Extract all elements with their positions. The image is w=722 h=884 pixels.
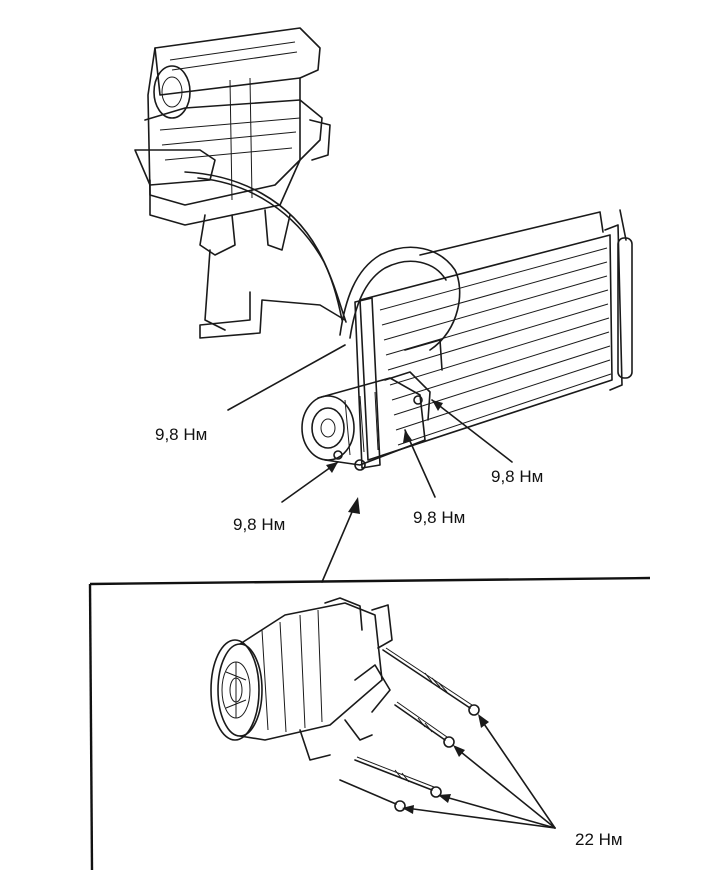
- torque-label-bottom-left: 9,8 Нм: [233, 515, 285, 534]
- refrigerant-lines: [184, 171, 461, 351]
- torque-label-top-left: 9,8 Нм: [155, 425, 207, 444]
- detail-frame: [88, 576, 651, 871]
- compressor-mounted: [301, 371, 431, 471]
- compressor-detail: [210, 597, 393, 761]
- torque-label-right: 9,8 Нм: [491, 467, 543, 486]
- leader-lines-top: [227, 344, 513, 583]
- torque-label-compressor-bolts: 22 Нм: [575, 830, 623, 849]
- evaporator-unit: [134, 27, 331, 331]
- torque-label-bottom-center: 9,8 Нм: [413, 508, 465, 527]
- leader-lines-bolts: [402, 714, 556, 829]
- condenser: [354, 209, 633, 469]
- compressor-bolts: [339, 647, 480, 812]
